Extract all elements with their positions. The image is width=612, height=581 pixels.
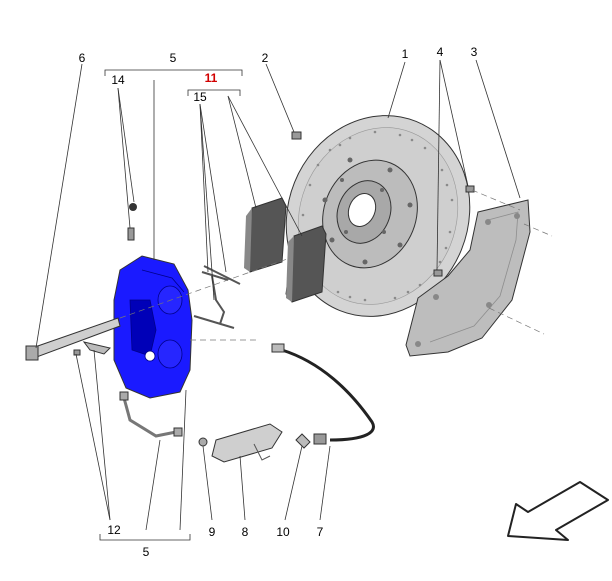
label-14: 14 bbox=[111, 73, 125, 87]
label-11: 11 bbox=[205, 71, 218, 85]
brake-disc bbox=[285, 115, 471, 317]
label-12: 12 bbox=[107, 523, 121, 537]
disc-screw bbox=[291, 131, 302, 140]
brake-pad-outer bbox=[244, 197, 287, 273]
label-15: 15 bbox=[193, 90, 207, 104]
label-4: 4 bbox=[437, 45, 444, 59]
label-2: 2 bbox=[262, 51, 269, 65]
bracket-screw bbox=[198, 437, 208, 447]
label-5-top: 5 bbox=[170, 51, 177, 65]
label-8: 8 bbox=[242, 525, 249, 539]
label-6: 6 bbox=[79, 51, 86, 65]
hose-bracket bbox=[211, 423, 283, 463]
caliper-pin-bolt bbox=[25, 317, 121, 361]
label-5-bottom: 5 bbox=[143, 545, 150, 559]
shield-screw-upper bbox=[465, 185, 475, 193]
pad-spring-clip bbox=[193, 265, 241, 329]
brake-caliper bbox=[113, 255, 193, 399]
leader-lines bbox=[35, 59, 521, 541]
label-7: 7 bbox=[317, 525, 324, 539]
label-10: 10 bbox=[276, 525, 290, 539]
assembly-axis-lines bbox=[119, 189, 553, 341]
dust-shield bbox=[405, 199, 531, 357]
small-screw-left bbox=[73, 349, 81, 356]
caliper-brake-pipe bbox=[119, 391, 183, 438]
brake-hose bbox=[271, 343, 375, 445]
bleeder-valve bbox=[127, 203, 137, 241]
brake-pad-inner bbox=[285, 225, 327, 303]
shield-screw-lower bbox=[433, 269, 443, 277]
hose-clip bbox=[295, 433, 311, 449]
small-bracket-left bbox=[82, 341, 111, 355]
arrow-pointing-lower-left-icon bbox=[507, 481, 609, 541]
label-3: 3 bbox=[471, 45, 478, 59]
label-1: 1 bbox=[402, 47, 409, 61]
label-9: 9 bbox=[209, 525, 216, 539]
